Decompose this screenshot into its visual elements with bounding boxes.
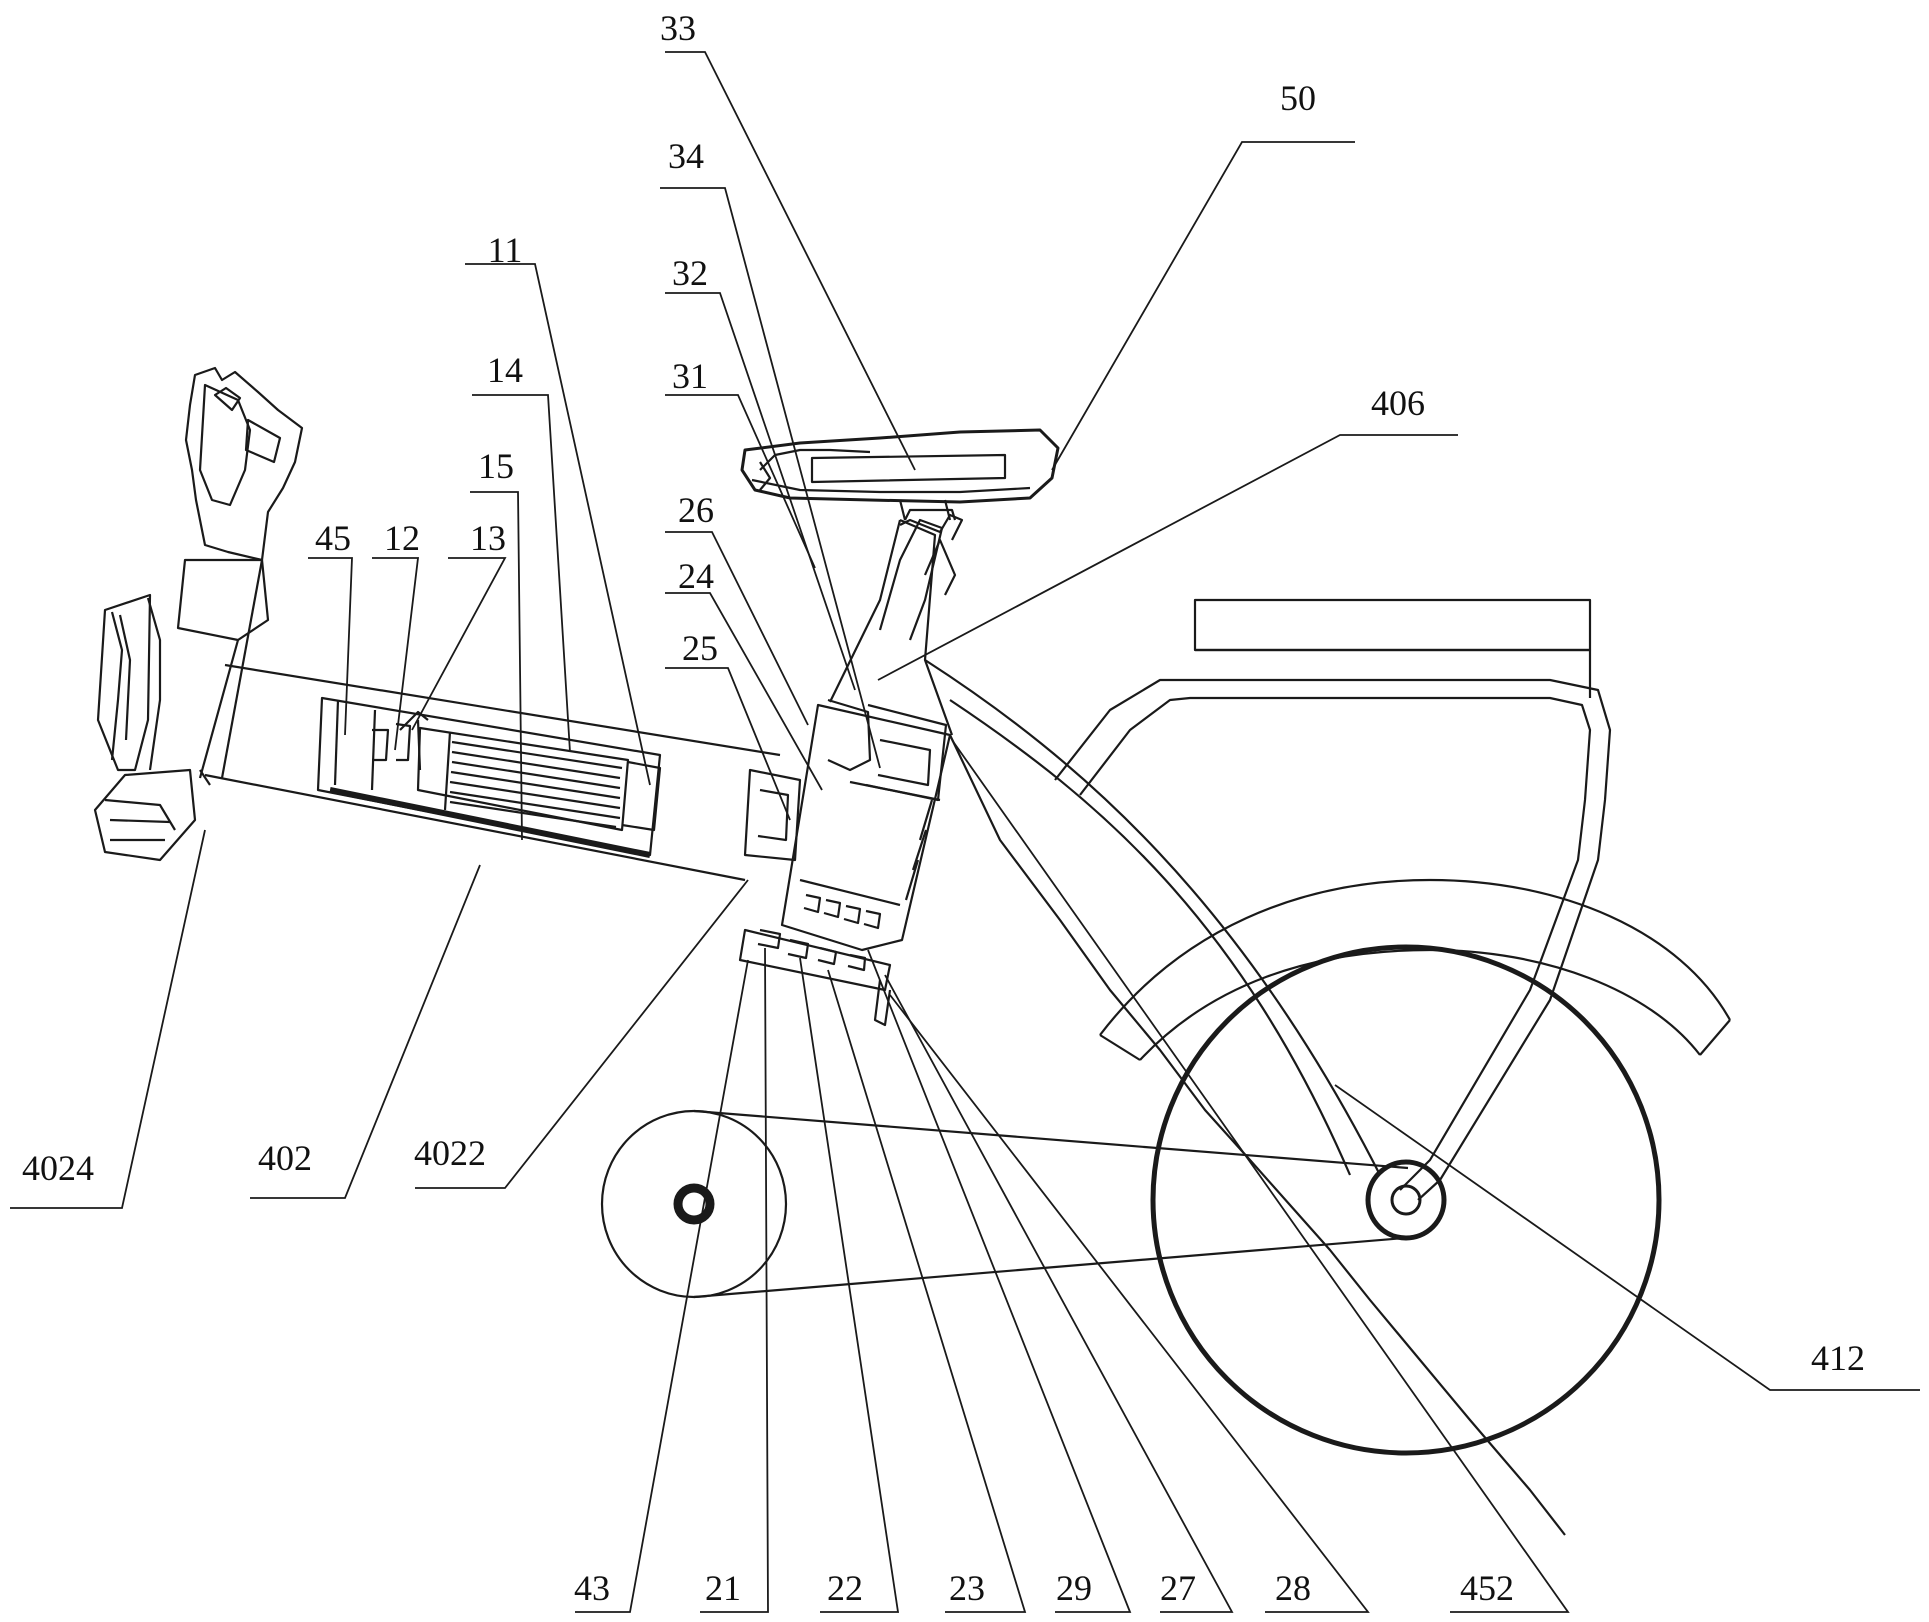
label-4022: 4022 bbox=[414, 1133, 486, 1173]
leader-11 bbox=[465, 263, 651, 786]
label-4024: 4024 bbox=[22, 1148, 94, 1188]
leader-402 bbox=[250, 864, 481, 1199]
label-33: 33 bbox=[660, 8, 696, 48]
leader-452 bbox=[951, 739, 1570, 1613]
label-23: 23 bbox=[949, 1568, 985, 1608]
leader-22 bbox=[799, 957, 900, 1613]
label-13: 13 bbox=[470, 518, 506, 558]
label-26: 26 bbox=[678, 490, 714, 530]
label-34: 34 bbox=[668, 136, 704, 176]
label-27: 27 bbox=[1160, 1568, 1196, 1608]
leader-4024 bbox=[10, 829, 206, 1209]
rear-wheel bbox=[1150, 944, 1662, 1456]
label-32: 32 bbox=[672, 253, 708, 293]
bicycle-frame bbox=[93, 366, 1731, 1536]
label-50: 50 bbox=[1280, 78, 1316, 118]
leader-43 bbox=[575, 959, 749, 1613]
label-29: 29 bbox=[1056, 1568, 1092, 1608]
leader-14 bbox=[472, 394, 571, 753]
label-14: 14 bbox=[487, 350, 523, 390]
leader-4022 bbox=[415, 879, 749, 1189]
label-452: 452 bbox=[1460, 1568, 1514, 1608]
rear-fender bbox=[1099, 878, 1731, 1061]
leader-31 bbox=[665, 394, 816, 569]
down-tube bbox=[199, 663, 781, 882]
label-28: 28 bbox=[1275, 1568, 1311, 1608]
label-21: 21 bbox=[705, 1568, 741, 1608]
leader-406 bbox=[877, 434, 1458, 681]
leader-lines bbox=[10, 51, 1920, 1613]
leader-12 bbox=[372, 557, 420, 751]
battery-compartment bbox=[316, 696, 662, 858]
reference-labels: 33 50 34 32 31 406 26 24 25 11 14 15 45 … bbox=[22, 8, 1865, 1608]
leader-13 bbox=[411, 557, 507, 731]
leader-27 bbox=[884, 974, 1234, 1613]
leader-45 bbox=[308, 557, 353, 736]
leader-23 bbox=[827, 969, 1027, 1613]
leader-29 bbox=[867, 949, 1132, 1613]
leader-26 bbox=[665, 531, 809, 726]
leader-15 bbox=[470, 491, 523, 841]
handlebar-assembly bbox=[93, 366, 304, 862]
label-22: 22 bbox=[827, 1568, 863, 1608]
label-15: 15 bbox=[478, 446, 514, 486]
leader-34 bbox=[660, 187, 881, 769]
label-25: 25 bbox=[682, 628, 718, 668]
label-402: 402 bbox=[258, 1138, 312, 1178]
label-406: 406 bbox=[1371, 383, 1425, 423]
label-12: 12 bbox=[384, 518, 420, 558]
leader-33 bbox=[665, 51, 916, 471]
leader-24 bbox=[665, 592, 823, 791]
leader-412 bbox=[1334, 1084, 1920, 1391]
label-412: 412 bbox=[1811, 1338, 1865, 1378]
leader-25 bbox=[665, 667, 791, 821]
rear-frame bbox=[924, 598, 1612, 1536]
label-31: 31 bbox=[672, 356, 708, 396]
label-24: 24 bbox=[678, 556, 714, 596]
label-45: 45 bbox=[315, 518, 351, 558]
motor-control-box bbox=[738, 518, 954, 1027]
label-11: 11 bbox=[488, 230, 523, 270]
seat-assembly bbox=[740, 428, 1060, 641]
leader-50 bbox=[1051, 141, 1355, 471]
chainring bbox=[600, 1109, 1409, 1299]
label-43: 43 bbox=[574, 1568, 610, 1608]
leader-28 bbox=[889, 994, 1370, 1613]
leader-21 bbox=[700, 947, 769, 1613]
